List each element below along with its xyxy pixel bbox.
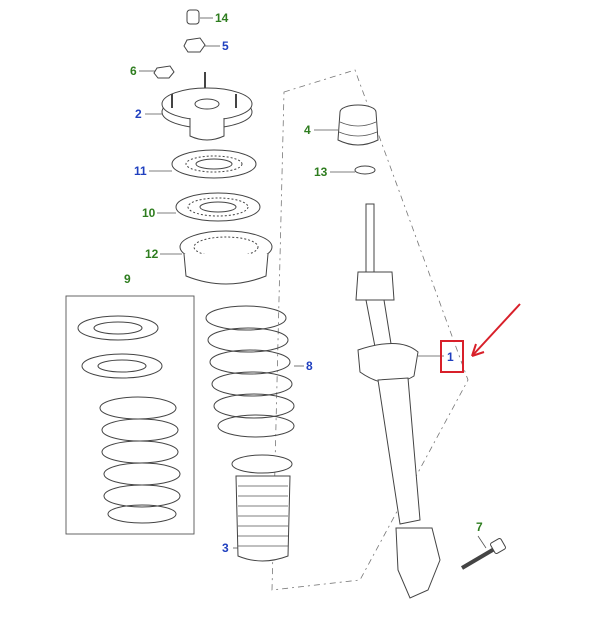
callout-9: 9 <box>124 272 131 286</box>
shock-absorber-body <box>355 203 441 599</box>
part-8-coil-spring[interactable] <box>205 305 295 438</box>
callout-1: 1 <box>447 350 454 364</box>
callout-11: 11 <box>134 164 147 178</box>
part-7-bolt[interactable] <box>460 538 506 570</box>
callout-7: 7 <box>476 520 483 534</box>
callout-5: 5 <box>222 39 229 53</box>
callout-2: 2 <box>135 107 142 121</box>
callout-10: 10 <box>142 206 156 220</box>
leader-lines <box>139 17 487 549</box>
part-5-nut[interactable] <box>183 37 206 53</box>
part-13-washer[interactable] <box>354 165 376 175</box>
assembly-outline <box>271 69 469 591</box>
callout-4: 4 <box>304 123 311 137</box>
highlight-arrow <box>471 303 521 357</box>
part-11-upper-seat[interactable] <box>171 149 257 179</box>
callout-14: 14 <box>215 11 229 25</box>
callout-3: 3 <box>222 541 229 555</box>
callout-12: 12 <box>145 247 159 261</box>
part-2-top-mount[interactable] <box>161 72 253 141</box>
part-3-dust-boot[interactable] <box>231 454 293 562</box>
part-4-bump-stop[interactable] <box>337 104 379 146</box>
highlight-box <box>440 340 464 373</box>
part-12-spring-seat[interactable] <box>179 230 273 285</box>
part-14-cap[interactable] <box>186 9 200 25</box>
part-10-isolator[interactable] <box>175 192 261 222</box>
part-6-nut[interactable] <box>153 65 175 79</box>
spring-kit-box <box>65 295 195 535</box>
callout-6: 6 <box>130 64 137 78</box>
callout-8: 8 <box>306 359 313 373</box>
callout-13: 13 <box>314 165 328 179</box>
part-9-spring-kit[interactable] <box>77 315 181 524</box>
